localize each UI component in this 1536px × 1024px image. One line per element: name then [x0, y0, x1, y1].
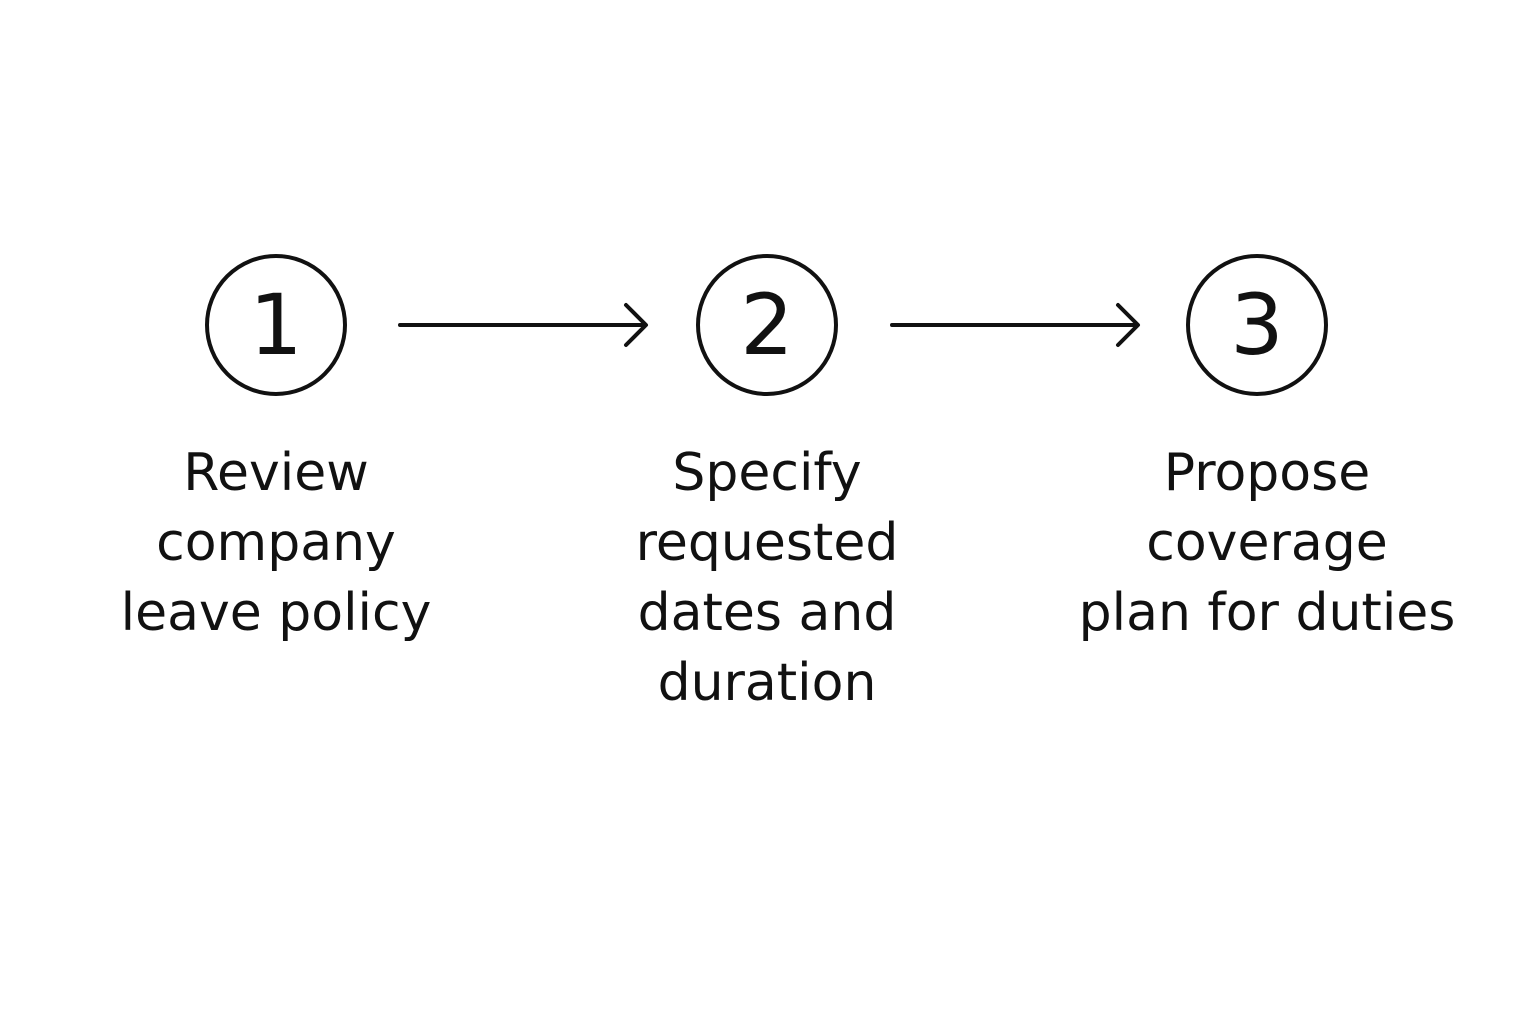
arrow-1-head [624, 303, 648, 347]
arrow-1-to-2 [398, 303, 648, 347]
step-3-number: 3 [1230, 276, 1284, 374]
step-2-label-line: dates and [637, 583, 897, 643]
step-2-label-line: duration [657, 653, 877, 713]
step-2-number: 2 [740, 276, 794, 374]
step-1-label-line: company [156, 513, 396, 573]
arrow-2-head [1116, 303, 1140, 347]
step-2-label-line: requested [635, 513, 899, 573]
step-1-label-line: Review [183, 443, 369, 503]
step-3-circle: 3 [1186, 254, 1328, 396]
step-2-label-line: Specify [672, 443, 862, 503]
arrow-2-to-3 [890, 303, 1140, 347]
step-2-circle: 2 [696, 254, 838, 396]
step-3-label-line: Propose [1163, 443, 1371, 503]
step-1-number: 1 [249, 276, 303, 374]
step-1-circle: 1 [205, 254, 347, 396]
step-3-label-line: plan for duties [1078, 583, 1456, 643]
step-1-label-line: leave policy [120, 583, 432, 643]
step-1-label: Review company leave policy [86, 438, 466, 648]
step-3-label-line: coverage [1146, 513, 1388, 573]
step-2-label: Specify requested dates and duration [577, 438, 957, 718]
step-3-label: Propose coverage plan for duties [1067, 438, 1467, 648]
